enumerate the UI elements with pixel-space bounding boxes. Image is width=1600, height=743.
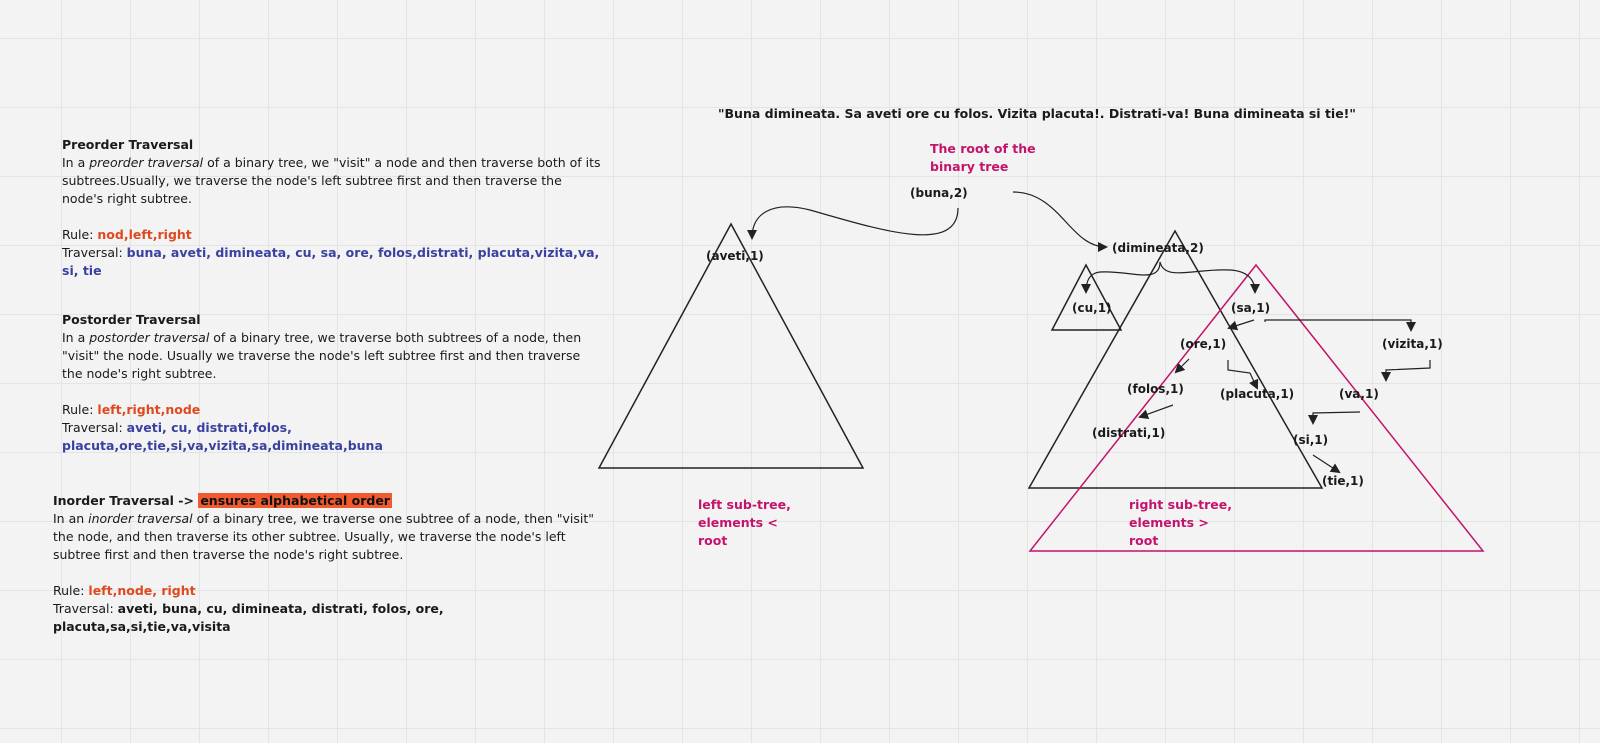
inorder-highlight: ensures alphabetical order: [198, 493, 392, 508]
postorder-section: Postorder Traversal In a postorder trave…: [62, 311, 582, 455]
node-placuta: (placuta,1): [1220, 387, 1294, 401]
preorder-section: Preorder Traversal In a preorder travers…: [62, 136, 602, 280]
arrow-buna-dimineata: [1012, 191, 1108, 252]
preorder-description: In a preorder traversal of a binary tree…: [62, 155, 601, 206]
arrow-ore-placuta: [1227, 360, 1259, 390]
arrow-folos-distrati: [1138, 404, 1174, 419]
right-note-line3: root: [1129, 533, 1158, 548]
node-distrati: (distrati,1): [1092, 426, 1165, 440]
arrow-va-si: [1308, 411, 1361, 425]
postorder-traversal: Traversal: aveti, cu, distrati,folos, pl…: [62, 420, 383, 453]
node-sa: (sa,1): [1231, 301, 1270, 315]
left-note-line1: left sub-tree,: [698, 497, 791, 512]
right-note-line2: elements >: [1129, 515, 1209, 530]
right-subtree-triangle: [1028, 263, 1485, 552]
root-note-line1: The root of the: [930, 141, 1036, 156]
sentence-text: "Buna dimineata. Sa aveti ore cu folos. …: [718, 106, 1356, 121]
node-dimineata: (dimineata,2): [1112, 241, 1204, 255]
postorder-description: In a postorder traversal of a binary tre…: [62, 330, 582, 381]
node-vizita: (vizita,1): [1382, 337, 1443, 351]
root-note-line2: binary tree: [930, 159, 1008, 174]
inorder-traversal: Traversal: aveti, buna, cu, dimineata, d…: [53, 601, 444, 634]
node-folos: (folos,1): [1127, 382, 1184, 396]
postorder-title: Postorder Traversal: [62, 312, 201, 327]
arrow-sa-ore: [1227, 319, 1255, 331]
dimineata-triangle: [1027, 229, 1324, 489]
postorder-rule: Rule: left,right,node: [62, 402, 201, 417]
preorder-rule: Rule: nod,left,right: [62, 227, 192, 242]
arrow-ore-folos: [1174, 358, 1190, 374]
inorder-title: Inorder Traversal -> ensures alphabetica…: [53, 493, 392, 508]
inorder-rule: Rule: left,node, right: [53, 583, 196, 598]
cu-triangle: [1050, 263, 1123, 331]
node-buna: (buna,2): [910, 186, 968, 200]
node-aveti: (aveti,1): [706, 249, 764, 263]
arrow-sa-vizita: [1264, 319, 1416, 332]
left-subtree-triangle: [597, 222, 865, 469]
node-va: (va,1): [1339, 387, 1379, 401]
inorder-description: In an inorder traversal of a binary tree…: [53, 511, 595, 562]
left-note-line2: elements <: [698, 515, 778, 530]
left-note-line3: root: [698, 533, 727, 548]
node-cu: (cu,1): [1072, 301, 1112, 315]
node-tie: (tie,1): [1322, 474, 1364, 488]
arrow-si-tie: [1312, 454, 1341, 474]
arrow-dimineata-cu: [1081, 261, 1161, 294]
node-si: (si,1): [1293, 433, 1328, 447]
arrow-buna-aveti: [747, 206, 959, 240]
inorder-section: Inorder Traversal -> ensures alphabetica…: [53, 492, 613, 636]
arrow-dimineata-sa: [1159, 261, 1260, 294]
arrow-vizita-va: [1381, 360, 1431, 382]
node-ore: (ore,1): [1180, 337, 1226, 351]
preorder-traversal: Traversal: buna, aveti, dimineata, cu, s…: [62, 245, 600, 278]
right-note-line1: right sub-tree,: [1129, 497, 1232, 512]
preorder-title: Preorder Traversal: [62, 137, 194, 152]
